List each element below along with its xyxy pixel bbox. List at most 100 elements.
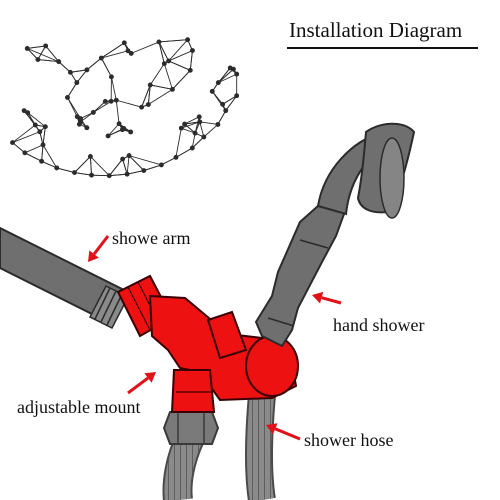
- globe-mesh-node: [169, 86, 175, 92]
- globe-mesh-line: [172, 69, 191, 90]
- label-adjustable-mount: adjustable mount: [17, 397, 141, 417]
- globe-mesh-line: [217, 67, 231, 83]
- globe-mesh-line: [42, 126, 46, 145]
- globe-mesh-node: [65, 95, 70, 100]
- globe-mesh-line: [107, 123, 120, 137]
- globe-mesh-line: [115, 100, 120, 124]
- page-title: Installation Diagram: [289, 18, 463, 42]
- shower-arm-pipe: [0, 226, 130, 330]
- globe-mesh-line: [90, 156, 110, 177]
- globe-mesh-node: [230, 66, 236, 72]
- globe-mesh-line: [110, 76, 117, 101]
- globe-mesh-node: [120, 156, 126, 162]
- globe-mesh-node: [234, 93, 240, 99]
- globe-mesh-node: [121, 125, 127, 131]
- globe-mesh-line: [101, 50, 129, 59]
- globe-mesh-node: [87, 154, 93, 159]
- shower-hose-left: [162, 431, 204, 500]
- globe-mesh-node: [141, 168, 147, 173]
- globe-mesh-line: [12, 131, 40, 143]
- globe-mesh-line: [70, 69, 87, 73]
- globe-mesh-node: [209, 88, 215, 94]
- globe-mesh-line: [45, 45, 60, 62]
- globe-mesh-line: [93, 100, 112, 113]
- globe-mesh-node: [196, 114, 202, 120]
- globe-mesh-node: [197, 119, 203, 125]
- globe-mesh-line: [37, 59, 59, 63]
- globe-mesh-line: [12, 142, 26, 154]
- globe-mesh-node: [84, 125, 90, 131]
- globe-mesh-line: [189, 50, 193, 71]
- globe-mesh-node: [201, 134, 207, 140]
- globe-mesh-node: [128, 50, 134, 56]
- globe-mesh-line: [116, 99, 142, 108]
- globe-mesh-line: [74, 156, 91, 173]
- globe-mesh-line: [147, 84, 151, 105]
- globe-mesh-line: [126, 155, 130, 175]
- globe-mesh-node: [74, 114, 80, 120]
- globe-mesh-line: [93, 101, 106, 113]
- globe-mesh-node: [25, 110, 31, 116]
- globe-mesh-line: [168, 50, 193, 62]
- globe-mesh-node: [89, 172, 94, 178]
- globe-mesh-line: [24, 144, 44, 154]
- globe-mesh-node: [74, 80, 80, 86]
- globe-mesh-node: [124, 171, 130, 177]
- globe-mesh-node: [42, 124, 48, 130]
- globe-mesh-node: [121, 40, 127, 46]
- globe-mesh-line: [56, 167, 75, 173]
- globe-mesh-line: [168, 39, 188, 62]
- globe-mesh-line: [161, 156, 177, 166]
- globe-mesh-line: [12, 124, 36, 143]
- globe-mesh-line: [91, 174, 110, 177]
- globe-mesh-node: [105, 133, 111, 139]
- globe-mesh-node: [192, 130, 198, 136]
- globe-mesh-node: [84, 67, 90, 73]
- globe-mesh-node: [108, 98, 114, 104]
- globe-mesh-line: [181, 121, 200, 129]
- globe-mesh-node: [40, 142, 46, 148]
- globe-mesh-line: [86, 57, 102, 71]
- globe-mesh-node: [32, 122, 38, 128]
- globe-mesh-line: [211, 91, 227, 111]
- globe-mesh-line: [203, 124, 219, 138]
- globe-mesh-node: [22, 150, 28, 156]
- globe-mesh-node: [126, 153, 132, 159]
- globe-mesh-node: [43, 43, 49, 49]
- globe-mesh-node: [128, 129, 134, 135]
- globe-mesh-node: [72, 170, 77, 175]
- globe-mesh-node: [185, 37, 191, 43]
- globe-mesh-node: [223, 108, 229, 114]
- globe-mesh-node: [189, 145, 195, 151]
- globe-mesh-line: [199, 121, 205, 138]
- globe-mesh-line: [175, 147, 193, 158]
- globe-mesh-line: [26, 48, 39, 60]
- globe-mesh-line: [58, 61, 71, 73]
- globe-mesh-node: [21, 108, 27, 114]
- globe-mesh-line: [122, 158, 128, 175]
- globe-mesh-line: [101, 42, 125, 59]
- globe-mesh-line: [76, 69, 88, 83]
- globe-mesh-line: [27, 112, 46, 128]
- globe-mesh-line: [158, 41, 165, 64]
- globe-mesh-line: [225, 95, 238, 111]
- globe-mesh-node: [145, 102, 151, 107]
- globe-mesh-node: [39, 158, 45, 164]
- globe-mesh-node: [24, 46, 30, 51]
- globe-mesh-node: [10, 140, 15, 146]
- globe-mesh-node: [37, 129, 43, 135]
- globe-mesh-node: [215, 122, 221, 127]
- globe-mesh-node: [116, 121, 122, 127]
- globe-mesh-line: [218, 68, 234, 83]
- arrow-adjustable-mount: [127, 372, 156, 395]
- globe-mesh-line: [194, 116, 200, 134]
- globe-mesh-line: [80, 112, 94, 123]
- globe-mesh-line: [42, 144, 58, 169]
- globe-mesh-line: [149, 63, 165, 86]
- globe-mesh-node: [67, 69, 73, 75]
- globe-mesh-node: [182, 121, 188, 127]
- globe-mesh-node: [166, 58, 172, 64]
- globe-mesh-line: [100, 57, 112, 78]
